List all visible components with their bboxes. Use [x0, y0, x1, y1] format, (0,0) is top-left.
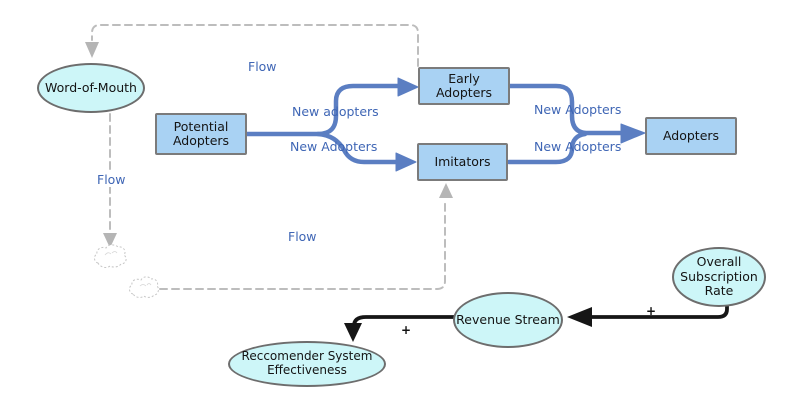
- node-recommender-system-effectiveness[interactable]: Reccomender System Effectiveness: [228, 341, 386, 387]
- node-label: Reccomender System Effectiveness: [241, 349, 373, 377]
- cloud-icon[interactable]: [129, 276, 159, 298]
- node-label: Early Adopters: [435, 70, 493, 100]
- pipe-potential-to-imitators[interactable]: [315, 131, 417, 172]
- node-label: Imitators: [434, 153, 491, 169]
- rate-label-new-adopters-upper-right: New Adopters: [534, 102, 622, 117]
- flow-label-top: Flow: [248, 59, 277, 74]
- link-subscription-to-revenue[interactable]: [567, 296, 729, 327]
- blue-arrowhead-icon: [620, 123, 646, 144]
- rate-label-new-adopters-upper-left: New adopters: [292, 104, 379, 119]
- node-imitators[interactable]: Imitators: [417, 143, 508, 181]
- polarity-plus-subscription-link: +: [646, 304, 657, 318]
- node-label: Adopters: [662, 127, 720, 143]
- dashed-flow-cloud-to-imitators[interactable]: [159, 183, 453, 290]
- flow-label-bottom: Flow: [288, 229, 317, 244]
- gray-arrowhead-icon: [103, 233, 117, 248]
- rate-label-new-adopters-lower-left: New Adopters: [290, 139, 378, 154]
- dashed-flow-early-to-word-of-mouth[interactable]: [85, 24, 419, 67]
- node-word-of-mouth[interactable]: Word-of-Mouth: [37, 63, 145, 113]
- node-early-adopters[interactable]: Early Adopters: [418, 67, 510, 105]
- blue-arrowhead-icon: [395, 152, 417, 172]
- flow-label-left: Flow: [94, 172, 129, 187]
- node-adopters[interactable]: Adopters: [645, 117, 737, 155]
- node-revenue-stream[interactable]: Revenue Stream: [453, 292, 563, 348]
- pipe-potential-to-early[interactable]: [244, 77, 419, 137]
- gray-arrowhead-icon: [85, 42, 99, 58]
- node-label: Potential Adopters: [172, 118, 230, 148]
- blue-arrowhead-icon: [397, 77, 419, 97]
- node-overall-subscription-rate[interactable]: Overall Subscription Rate: [672, 247, 766, 307]
- pipe-early-and-imitators-to-adopters[interactable]: [506, 83, 646, 165]
- link-revenue-to-recommender[interactable]: [344, 315, 456, 342]
- node-label: Overall Subscription Rate: [680, 254, 758, 299]
- polarity-plus-recommender-link: +: [401, 323, 412, 337]
- node-label: Revenue Stream: [456, 311, 560, 327]
- node-potential-adopters[interactable]: Potential Adopters: [155, 113, 247, 155]
- rate-label-new-adopters-lower-right: New Adopters: [534, 139, 622, 154]
- node-label: Word-of-Mouth: [45, 79, 137, 95]
- black-arrowhead-icon: [567, 307, 592, 327]
- gray-arrowhead-icon: [439, 183, 453, 198]
- cloud-icon[interactable]: [94, 244, 127, 268]
- black-arrowhead-icon: [344, 323, 362, 342]
